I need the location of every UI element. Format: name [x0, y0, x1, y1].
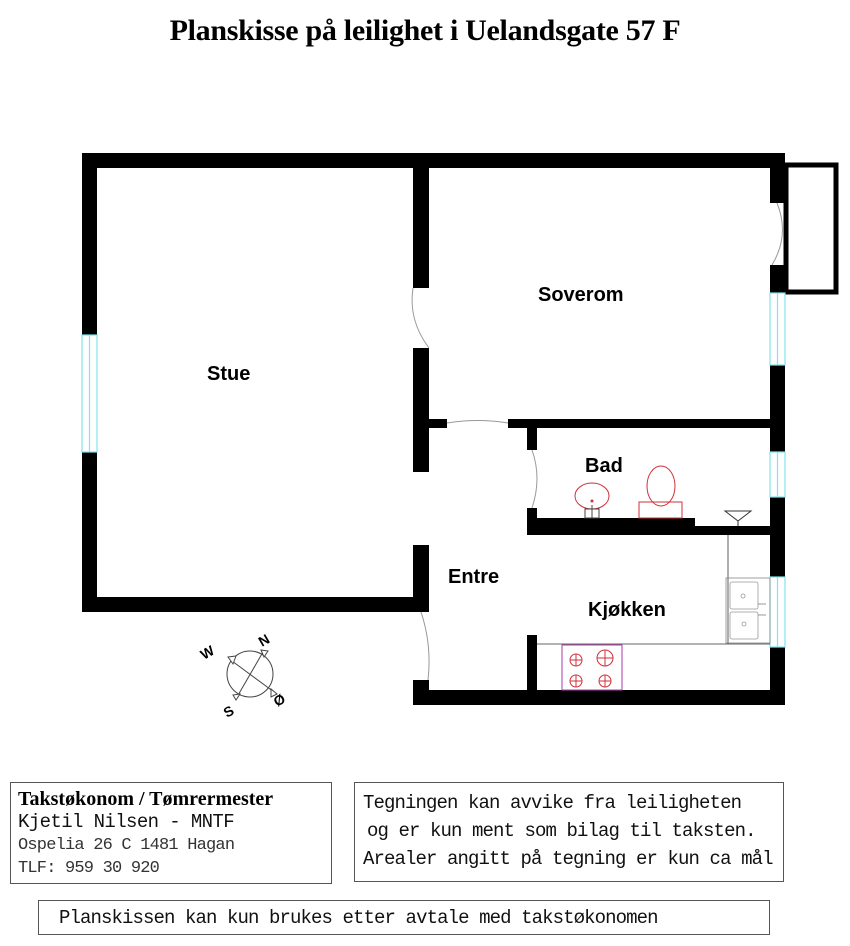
disclaimer-line-3: Arealer angitt på tegning er kun ca mål: [363, 848, 773, 870]
window-soverom: [769, 292, 786, 366]
walls: [82, 153, 785, 705]
door-entre-soverom: [446, 420, 509, 424]
disclaimer-line-1: Tegningen kan avvike fra leiligheten: [363, 792, 742, 814]
window-stue: [81, 334, 98, 453]
kitchen-sink-icon: [725, 577, 771, 644]
floor-plan: Stue Soverom Bad Entre Kjøkken N W S Ø: [81, 153, 839, 721]
compass-east: Ø: [271, 690, 289, 709]
author-title: Takstøkonom / Tømrermester: [18, 788, 274, 810]
stove-icon: [561, 644, 623, 691]
room-label-bad: Bad: [585, 455, 623, 477]
room-label-kjokken: Kjøkken: [588, 599, 666, 621]
door-bad: [531, 449, 538, 509]
disclaimer-box: Tegningen kan avvike fra leiligheten og …: [354, 782, 784, 882]
toilet-icon: [646, 465, 676, 507]
faucet-icon: [584, 505, 600, 519]
door-main-entry: [420, 611, 430, 681]
door-stue-soverom: [411, 287, 430, 349]
author-phone: TLF: 959 30 920: [18, 859, 160, 878]
compass-south: S: [221, 702, 237, 721]
author-name: Kjetil Nilsen - MNTF: [18, 811, 235, 833]
shower-head-icon: [723, 510, 753, 526]
door-soverom-balcony: [771, 202, 783, 266]
disclaimer-line-2: og er kun ment som bilag til taksten.: [367, 820, 756, 842]
page-title: Planskisse på leilighet i Uelandsgate 57…: [169, 14, 681, 47]
author-address: Ospelia 26 C 1481 Hagan: [18, 836, 235, 855]
room-label-stue: Stue: [207, 363, 250, 385]
compass-north: N: [256, 631, 273, 650]
room-label-soverom: Soverom: [538, 284, 624, 306]
room-label-entre: Entre: [448, 566, 499, 588]
compass-icon: N W S Ø: [198, 631, 289, 721]
windows: [81, 292, 786, 648]
kitchen-counter: [537, 535, 771, 645]
author-info-box: Takstøkonom / Tømrermester Kjetil Nilsen…: [10, 782, 332, 884]
doors: [411, 202, 783, 681]
window-kjokken: [769, 576, 786, 648]
usage-note: Planskissen kan kun brukes etter avtale …: [38, 900, 770, 935]
compass-west: W: [198, 642, 218, 663]
balcony: [783, 162, 839, 295]
window-bad: [769, 451, 786, 498]
